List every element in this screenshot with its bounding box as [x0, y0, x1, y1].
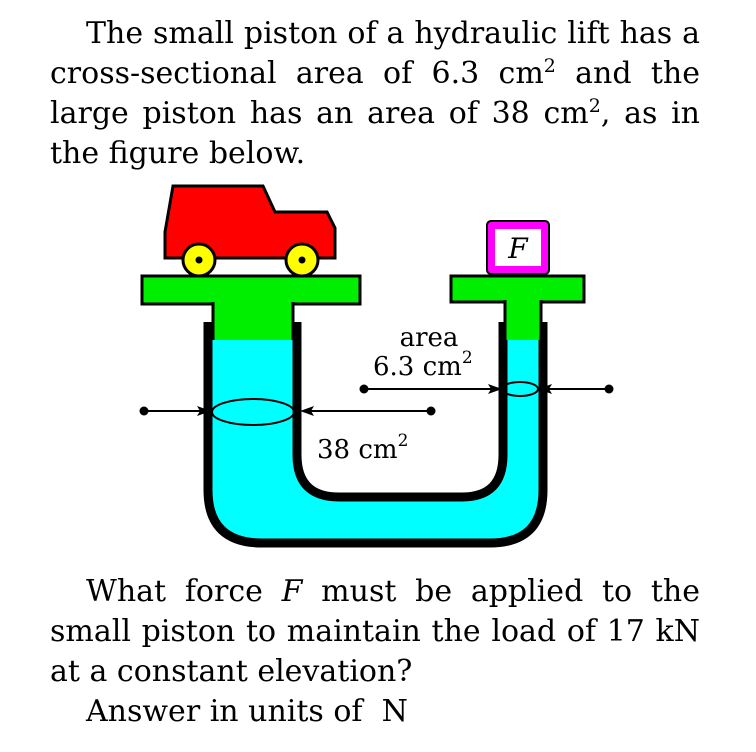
intro-text-3: , as in the figure below.: [50, 96, 700, 171]
question-text-2: must be applied to the small piston to m…: [50, 574, 700, 689]
large-area-pointer-right: [300, 406, 436, 416]
intro-exponent-1: 2: [543, 55, 556, 77]
force-box-label: F: [507, 232, 529, 265]
intro-text-1: The small piston of a hydraulic lift has…: [50, 16, 700, 91]
small-area-value: 6.3 cm: [373, 352, 462, 382]
problem-question: What force F must be applied to the smal…: [50, 572, 700, 692]
intro-text-2: and the large piston has an area of 38 c…: [50, 56, 700, 131]
tube-inner-wall: [292, 322, 508, 502]
large-area-value: 38 cm: [317, 435, 398, 465]
small-area-pointer-left: [359, 384, 502, 394]
answer-prompt: Answer in units of N: [86, 694, 408, 729]
small-area-label: area: [400, 323, 459, 353]
large-cross-section: [211, 398, 295, 426]
force-box: F: [486, 220, 550, 275]
tube-outer-wall: [203, 322, 548, 548]
large-piston: [140, 274, 362, 340]
small-piston: [449, 274, 586, 340]
small-area-exponent: 2: [462, 348, 473, 368]
large-area-value-label: 38 cm2: [317, 431, 408, 465]
small-area-pointer-right: [538, 384, 614, 394]
question-variable: F: [281, 574, 303, 609]
hydraulic-fluid: [208, 340, 543, 543]
large-area-pointer-left: [139, 406, 211, 416]
small-area-value-label: 6.3 cm2: [373, 348, 473, 382]
car-load: [163, 184, 337, 278]
large-area-exponent: 2: [398, 431, 409, 451]
question-text-1: What force: [86, 574, 282, 609]
intro-exponent-2: 2: [588, 95, 601, 117]
problem-intro: The small piston of a hydraulic lift has…: [50, 14, 700, 174]
